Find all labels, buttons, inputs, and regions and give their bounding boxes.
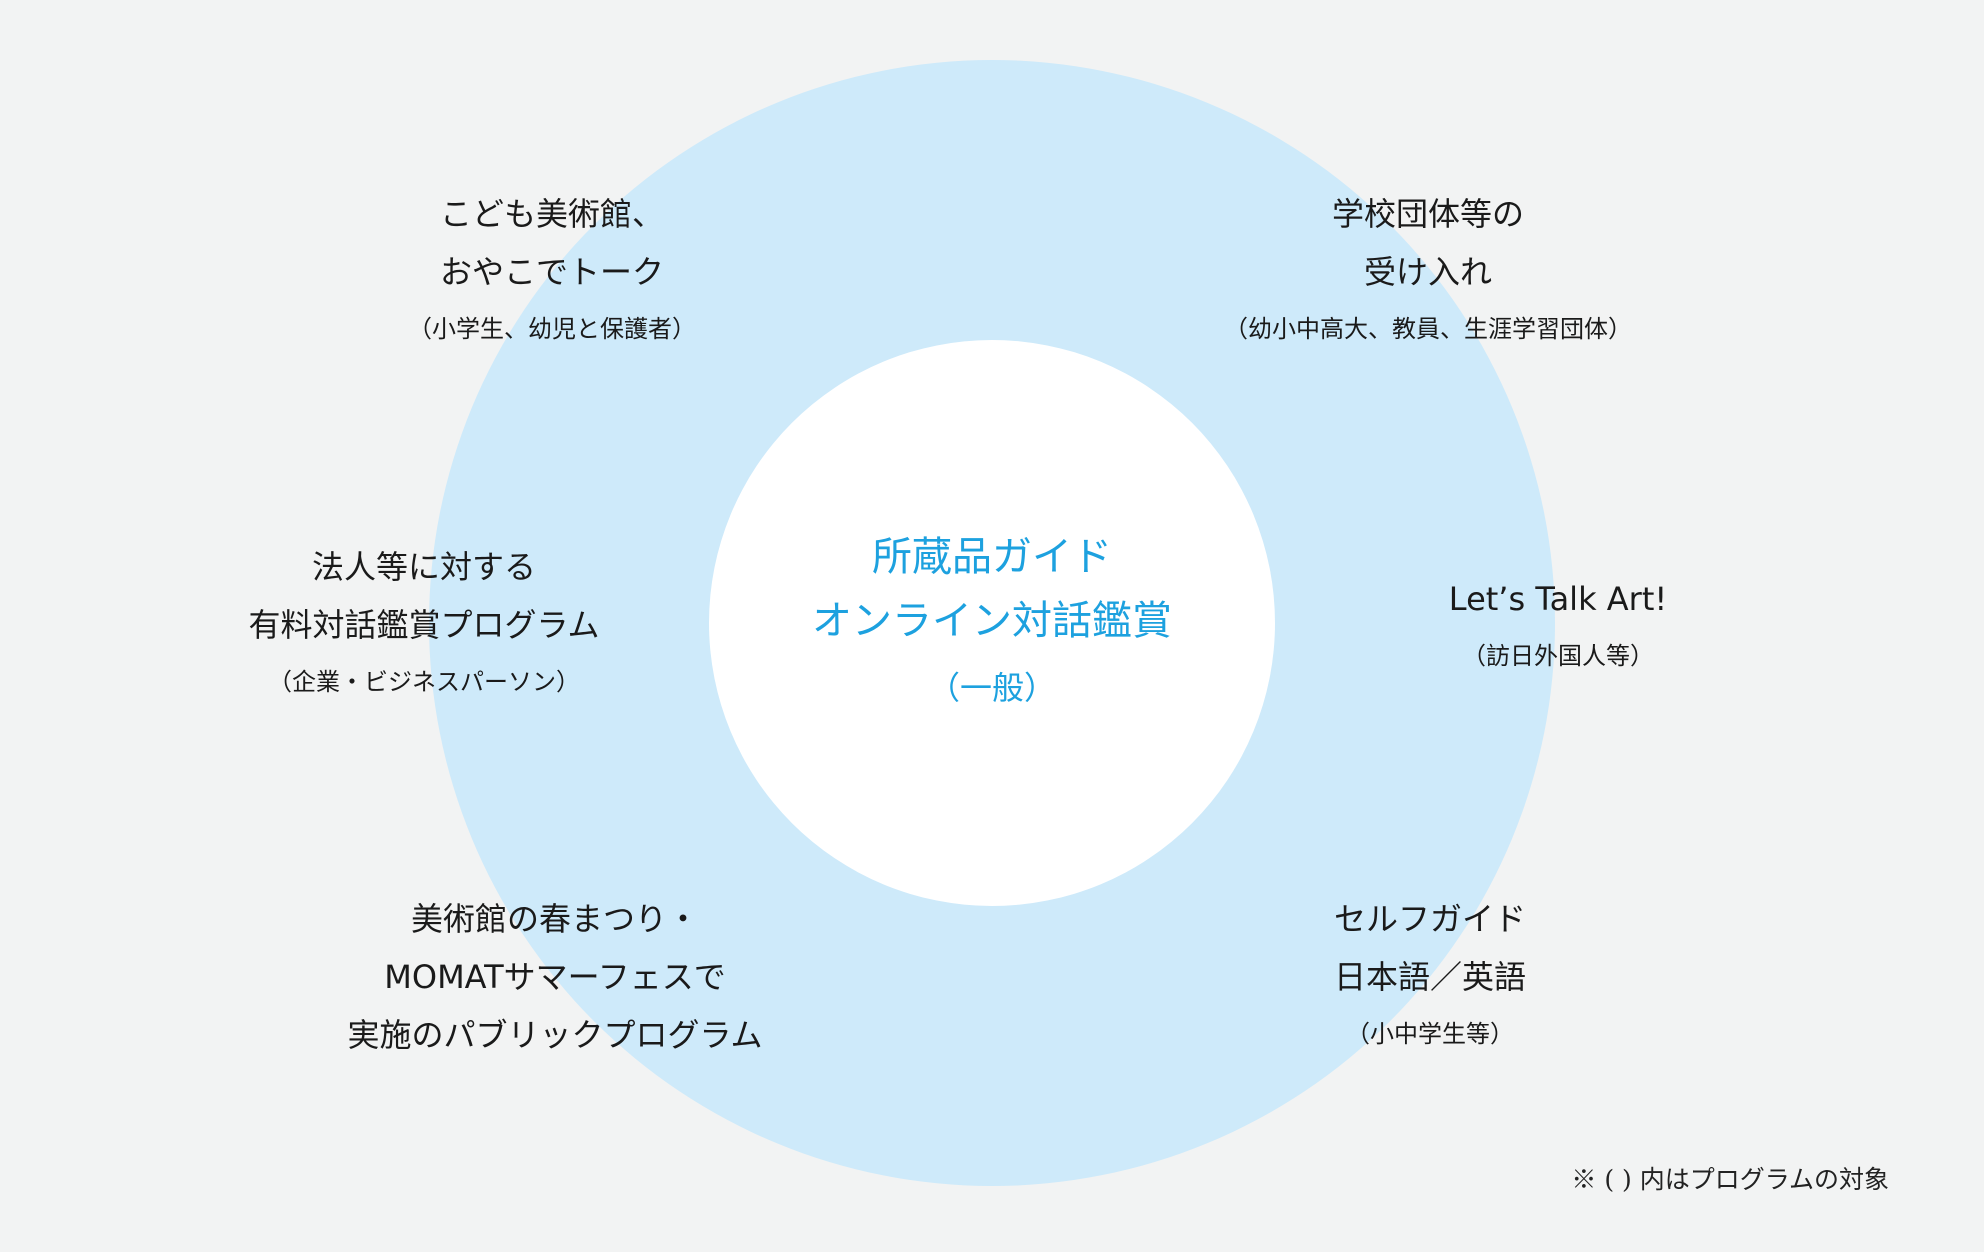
program-title-line2: おやこでトーク (439, 253, 664, 291)
program-title-line1: 美術館の春まつり・ (410, 900, 700, 938)
program-title-line1: セルフガイド (1333, 900, 1527, 938)
program-title-line1: 法人等に対する (311, 548, 537, 586)
program-title-line3: 実施のパブリックプログラム (347, 1016, 763, 1054)
program-kids-museum: こども美術館、 おやこでトーク （小学生、幼児と保護者） (408, 185, 696, 359)
program-title-line1: Let’s Talk Art! (1448, 580, 1668, 618)
program-target: （小中学生等） (1345, 1020, 1514, 1048)
program-lets-talk-art: Let’s Talk Art! （訪日外国人等） (1449, 570, 1667, 686)
program-title-line1: こども美術館、 (439, 195, 664, 233)
footnote: ※ ( ) 内はプログラムの対象 (1571, 1165, 1889, 1194)
center-program-label: 所蔵品ガイド オンライン対話鑑賞 （一般） (812, 525, 1172, 723)
inner-circle (709, 340, 1275, 906)
program-self-guide: セルフガイド 日本語／英語 （小中学生等） (1334, 890, 1526, 1064)
center-title-line2: オンライン対話鑑賞 (812, 598, 1172, 644)
center-title-line1: 所蔵品ガイド (872, 534, 1112, 580)
program-title-line2: 日本語／英語 (1333, 958, 1527, 996)
program-target: （幼小中高大、教員、生涯学習団体） (1224, 315, 1632, 343)
program-title-line2: MOMATサマーフェスで (384, 958, 726, 996)
program-title-line1: 学校団体等の (1331, 195, 1524, 233)
program-target: （企業・ビジネスパーソン） (267, 668, 580, 696)
program-title-line2: 有料対話鑑賞プログラム (248, 606, 600, 644)
program-title-line2: 受け入れ (1363, 253, 1492, 291)
center-target: （一般） (927, 669, 1056, 707)
program-school-groups: 学校団体等の 受け入れ （幼小中高大、教員、生涯学習団体） (1224, 185, 1632, 359)
program-corporate: 法人等に対する 有料対話鑑賞プログラム （企業・ビジネスパーソン） (248, 538, 599, 712)
program-target: （小学生、幼児と保護者） (408, 315, 696, 343)
program-public-events: 美術館の春まつり・ MOMATサマーフェスで 実施のパブリックプログラム (347, 890, 762, 1064)
program-target: （訪日外国人等） (1461, 642, 1654, 670)
